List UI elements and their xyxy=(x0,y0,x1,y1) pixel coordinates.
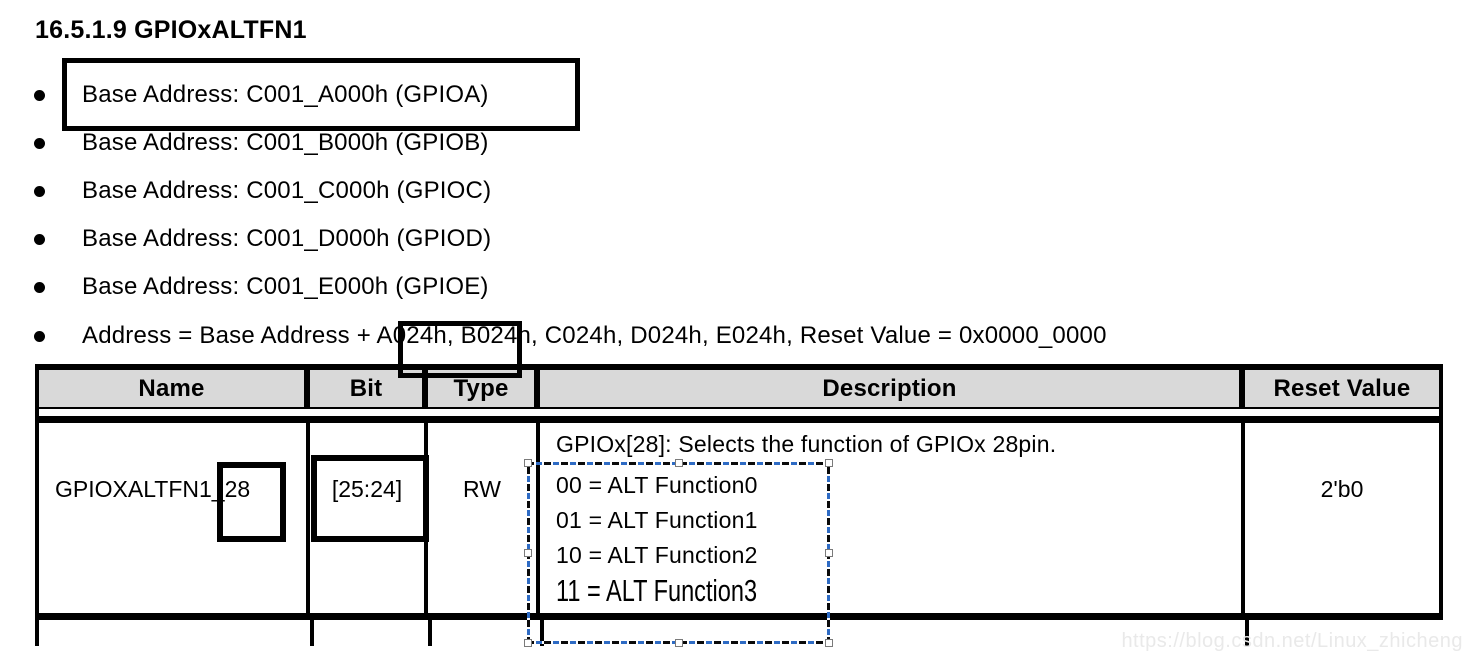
description-intro: GPIOx[28]: Selects the function of GPIOx… xyxy=(556,431,1057,457)
bullet-base-address-gpiod: Base Address: C001_D000h (GPIOD) xyxy=(30,225,491,253)
option-01: 01 = ALT Function1 xyxy=(556,507,758,533)
bullet-text: Base Address: C001_B000h (GPIOB) xyxy=(82,129,489,156)
table-border-stub xyxy=(1245,620,1249,646)
column-header-reset-value: Reset Value xyxy=(1273,374,1411,402)
bullet-base-address-gpiob: Base Address: C001_B000h (GPIOB) xyxy=(30,129,489,157)
selection-handle xyxy=(825,459,833,467)
option-11: 11 = ALT Function3 xyxy=(556,573,758,608)
column-header-name: Name xyxy=(39,370,310,407)
watermark-url: https://blog.csdn.net/Linux_zhicheng xyxy=(1121,630,1463,652)
register-table: Name Bit Type Description Reset Value GP… xyxy=(35,364,1443,646)
header-body-separator xyxy=(35,416,1443,423)
section-heading: 16.5.1.9 GPIOxALTFN1 xyxy=(35,16,307,44)
bullet-base-address-gpioe: Base Address: C001_E000h (GPIOE) xyxy=(30,273,489,301)
table-row: GPIOXALTFN1_28 [25:24] RW GPIOx[28]: Sel… xyxy=(35,423,1443,620)
table-border-stub xyxy=(310,620,314,646)
selection-handle xyxy=(524,639,532,647)
table-header-row: Name Bit Type Description Reset Value xyxy=(35,364,1443,409)
next-row-partial xyxy=(35,620,1443,646)
bullet-text: Base Address: C001_D000h (GPIOD) xyxy=(82,225,492,252)
highlight-box-bit-field xyxy=(311,455,429,542)
bullet-address-formula: Address = Base Address + A024h, B024h, C… xyxy=(30,322,1107,350)
column-header-type: Type xyxy=(428,370,540,407)
selection-rectangle-annotation xyxy=(524,459,833,647)
cell-type: RW xyxy=(428,423,540,613)
cell-description: GPIOx[28]: Selects the function of GPIOx… xyxy=(540,423,1245,613)
bullet-base-address-gpioa: Base Address: C001_A000h (GPIOA) xyxy=(30,81,489,109)
highlight-box-a024h xyxy=(398,321,522,378)
bullet-icon xyxy=(34,90,45,101)
table-border-stub xyxy=(35,620,39,646)
bullet-text: Base Address: C001_E000h (GPIOE) xyxy=(82,273,489,300)
bullet-icon xyxy=(34,234,45,245)
column-header-bit: Bit xyxy=(310,370,428,407)
cell-reset-value: 2'b0 xyxy=(1320,476,1364,502)
bullet-icon xyxy=(34,282,45,293)
selection-handle xyxy=(825,639,833,647)
selection-handle xyxy=(524,459,532,467)
table-border-stub xyxy=(540,620,544,646)
table-border-stub xyxy=(428,620,432,646)
bullet-base-address-gpioc: Base Address: C001_C000h (GPIOC) xyxy=(30,177,491,205)
bullet-icon xyxy=(34,186,45,197)
bullet-icon xyxy=(34,331,45,342)
selection-handle xyxy=(825,549,833,557)
bullet-text: Address = Base Address + A024h, B024h, C… xyxy=(82,322,1107,349)
highlight-box-base-address-gpioa xyxy=(62,58,580,131)
option-00: 00 = ALT Function0 xyxy=(556,472,758,498)
option-10: 10 = ALT Function2 xyxy=(556,542,758,568)
selection-handle xyxy=(674,639,683,647)
bullet-text: Base Address: C001_A000h (GPIOA) xyxy=(82,81,489,108)
header-body-gap xyxy=(35,409,1443,416)
description-options: 00 = ALT Function0 01 = ALT Function1 10… xyxy=(556,468,1241,608)
selection-handle xyxy=(674,459,683,467)
highlight-box-name-suffix-28 xyxy=(217,462,286,542)
bullet-text: Base Address: C001_C000h (GPIOC) xyxy=(82,177,492,204)
bullet-icon xyxy=(34,138,45,149)
column-header-description: Description xyxy=(540,370,1245,407)
selection-handle xyxy=(524,549,532,557)
